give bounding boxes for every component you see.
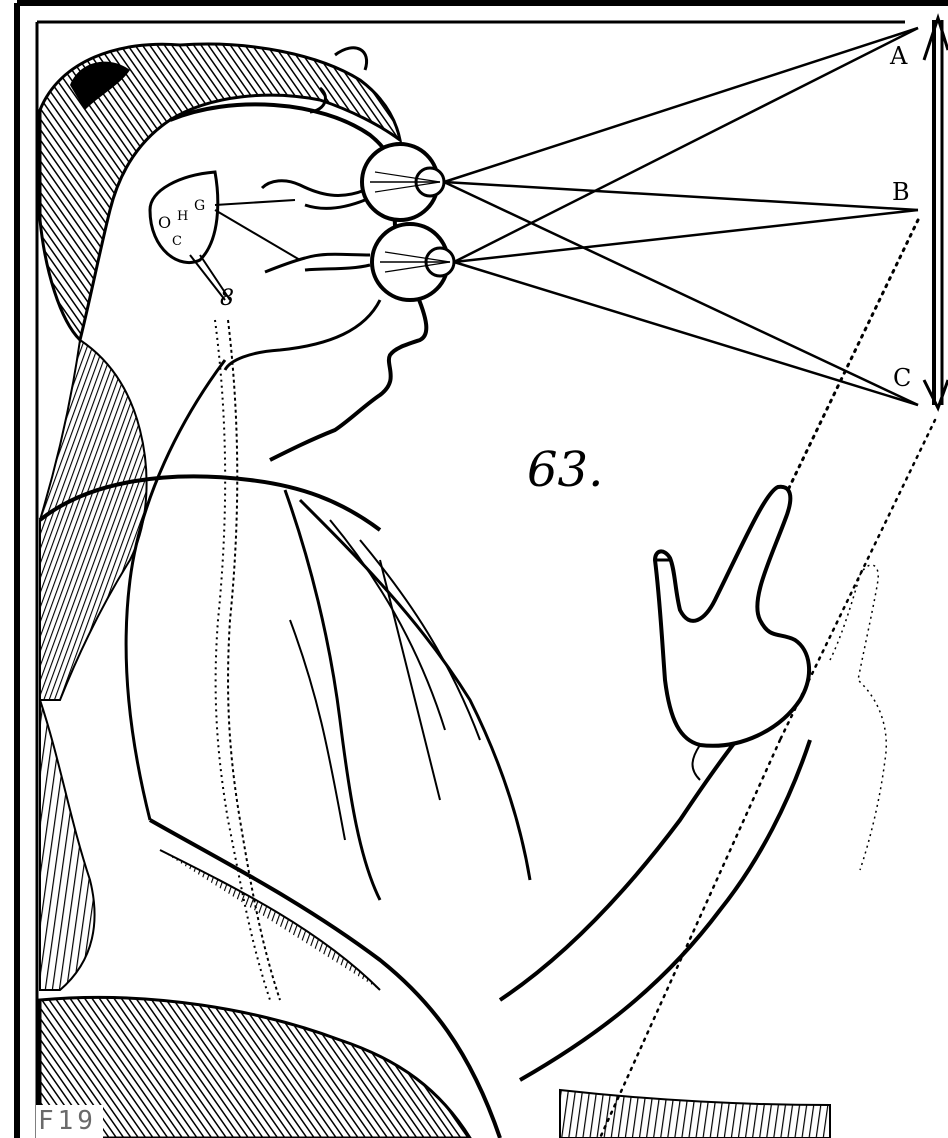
light-rays — [444, 28, 918, 405]
drapery — [40, 490, 830, 1138]
brain-diagram: O H G C 8 — [150, 172, 300, 311]
figure-number: 63. — [527, 442, 603, 498]
upper-eye — [362, 144, 444, 220]
point-label-c: C — [893, 364, 911, 392]
object-arrow — [924, 18, 948, 408]
brain-letter-g: G — [194, 198, 205, 214]
point-label-b: B — [892, 178, 910, 206]
neck-shading — [40, 340, 147, 700]
brain-letter-o: O — [158, 213, 171, 232]
ghost-hand — [830, 565, 886, 870]
lower-eye — [372, 224, 454, 300]
brain-letter-c: C — [172, 234, 182, 249]
point-label-a: A — [889, 42, 908, 70]
hand — [655, 487, 809, 780]
optic-nerves — [225, 181, 380, 370]
nerve-lines — [126, 320, 280, 1000]
brain-letter-h: H — [177, 209, 188, 224]
back-shading — [40, 700, 95, 990]
frame-border — [17, 3, 948, 1138]
pineal-symbol: 8 — [220, 286, 234, 311]
corner-tag: F19 — [36, 1105, 103, 1138]
